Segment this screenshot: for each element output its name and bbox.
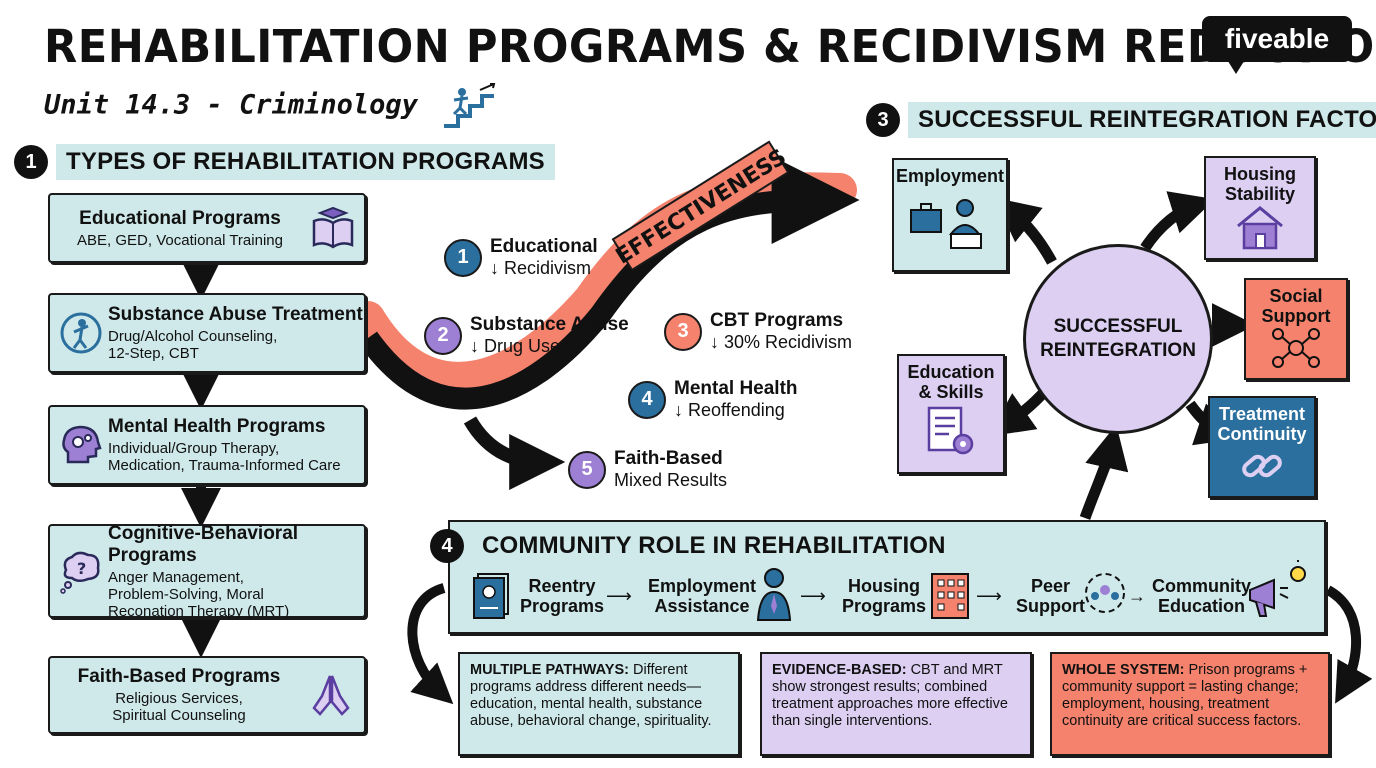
factor-education-skills: Education & Skills [897, 354, 1005, 474]
program-detail: Religious Services, Spiritual Counseling [112, 690, 246, 724]
recovery-person-icon [60, 312, 102, 354]
factor-label: Treatment Continuity [1217, 404, 1307, 444]
summary-multiple-pathways: MULTIPLE PATHWAYS: Different programs ad… [458, 652, 740, 756]
laptop-worker-icon [910, 199, 982, 249]
section-4-label: COMMUNITY ROLE IN REHABILITATION [482, 532, 946, 559]
section-4-number: 4 [430, 529, 464, 563]
effectiveness-number: 5 [568, 450, 606, 489]
effectiveness-detail: ↓ Reoffending [674, 400, 785, 420]
program-box-substance-abuse: Substance Abuse Treatment Drug/Alcohol C… [48, 293, 366, 373]
page-title: REHABILITATION PROGRAMS & RECIDIVISM RED… [44, 20, 1376, 73]
program-detail: Drug/Alcohol Counseling, 12-Step, CBT [108, 328, 278, 362]
summary-text: Prison programs + community support = la… [1062, 662, 1308, 729]
factor-label: Social Support [1261, 286, 1331, 326]
program-title: Mental Health Programs [108, 416, 326, 437]
logo-speech-tail [1226, 58, 1246, 74]
effectiveness-detail: ↓ Recidivism [490, 258, 592, 278]
effectiveness-item-1: 1 Educational↓ Recidivism [444, 236, 598, 279]
effectiveness-number: 1 [444, 238, 482, 277]
id-card-icon [473, 573, 509, 619]
megaphone-icon [1249, 560, 1306, 617]
house-icon [1237, 206, 1283, 250]
effectiveness-item-4: 4 Mental Health↓ Reoffending [628, 378, 798, 421]
fiveable-logo: fiveable [1202, 16, 1352, 62]
page-subtitle: Unit 14.3 - Criminology [44, 82, 500, 130]
effectiveness-title: Mental Health [674, 378, 798, 399]
effectiveness-number: 2 [424, 316, 462, 355]
step-arrow-icon: → [1128, 586, 1146, 606]
people-circle-icon [1085, 573, 1125, 613]
book-icon [312, 206, 354, 249]
community-role-panel [448, 520, 1326, 634]
effectiveness-item-3: 3 CBT Programs↓ 30% Recidivism [664, 310, 852, 353]
section-4-header: 4 COMMUNITY ROLE IN REHABILITATION [430, 528, 956, 564]
effectiveness-title: CBT Programs [710, 310, 844, 331]
summary-text: Different programs address different nee… [470, 662, 712, 729]
section-1-number: 1 [14, 145, 48, 179]
effectiveness-title: Faith-Based [614, 448, 723, 469]
community-step-housing: Housing Programs [842, 576, 927, 616]
stairs-climber-icon [444, 83, 496, 128]
brain-gear-icon [62, 425, 102, 464]
program-box-cognitive-behavioral: ? Cognitive-Behavioral Programs Anger Ma… [48, 522, 366, 620]
summary-evidence-based: EVIDENCE-BASED: CBT and MRT show stronge… [760, 652, 1032, 756]
factor-label: Education & Skills [907, 362, 995, 402]
program-detail: Individual/Group Therapy, Medication, Tr… [108, 440, 341, 474]
program-title: Faith-Based Programs [77, 666, 281, 687]
step-arrow-icon: ⟶ [976, 586, 1002, 606]
effectiveness-banner: EFFECTIVENESS [611, 140, 791, 270]
document-gear-icon [927, 406, 974, 455]
factor-housing-stability: Housing Stability [1204, 156, 1316, 260]
businessman-icon [756, 568, 792, 621]
svg-text:?: ? [77, 559, 86, 578]
effectiveness-number: 4 [628, 380, 666, 419]
factor-social-support: Social Support [1244, 278, 1348, 380]
effectiveness-detail: ↓ Drug Use [470, 336, 561, 356]
community-step-reentry: Reentry Programs [520, 576, 605, 616]
factor-treatment-continuity: Treatment Continuity [1208, 396, 1316, 498]
summary-heading: MULTIPLE PATHWAYS: [470, 662, 629, 678]
step-arrow-icon: ⟶ [606, 586, 632, 606]
praying-hands-icon [312, 675, 350, 716]
building-icon [931, 573, 969, 619]
reintegration-hub: SUCCESSFUL REINTEGRATION [1023, 244, 1213, 434]
program-detail: Anger Management, Problem-Solving, Moral… [108, 568, 290, 620]
factor-label: Housing Stability [1224, 164, 1296, 204]
thought-bubble-icon: ? [60, 551, 100, 594]
community-step-peer-support: Peer Support [1016, 576, 1085, 616]
community-step-employment: Employment Assistance [648, 576, 757, 616]
section-3-number: 3 [866, 103, 900, 137]
effectiveness-title: Substance Abuse [470, 314, 629, 335]
summary-heading: WHOLE SYSTEM: [1062, 662, 1185, 678]
program-title: Cognitive-Behavioral Programs [108, 522, 299, 566]
program-box-faith-based: Faith-Based Programs Religious Services,… [48, 656, 366, 734]
summary-text: CBT and MRT show strongest results; comb… [772, 662, 1008, 729]
program-title: Substance Abuse Treatment [108, 304, 363, 325]
effectiveness-number: 3 [664, 312, 702, 351]
effectiveness-item-2: 2 Substance Abuse↓ Drug Use [424, 314, 629, 357]
program-title: Educational Programs [79, 207, 281, 229]
section-3-label: SUCCESSFUL REINTEGRATION FACTORS [908, 102, 1376, 138]
effectiveness-title: Educational [490, 236, 598, 257]
section-3-header: 3 SUCCESSFUL REINTEGRATION FACTORS [866, 102, 1376, 138]
section-1-header: 1 TYPES OF REHABILITATION PROGRAMS [14, 144, 555, 180]
effectiveness-detail: Mixed Results [614, 470, 728, 490]
summary-heading: EVIDENCE-BASED: [772, 662, 907, 678]
community-step-education: Community Education [1152, 576, 1251, 616]
factor-label: Employment [895, 166, 1005, 186]
program-box-mental-health: Mental Health Programs Individual/Group … [48, 405, 366, 485]
section-1-label: TYPES OF REHABILITATION PROGRAMS [56, 144, 555, 180]
effectiveness-detail: ↓ 30% Recidivism [710, 332, 853, 352]
summary-whole-system: WHOLE SYSTEM: Prison programs + communit… [1050, 652, 1330, 756]
effectiveness-label: EFFECTIVENESS [612, 145, 791, 270]
network-people-icon [1272, 328, 1320, 368]
chain-link-icon [1242, 454, 1282, 478]
factor-employment: Employment [892, 158, 1008, 272]
step-arrow-icon: ⟶ [800, 586, 826, 606]
program-detail: ABE, GED, Vocational Training [77, 231, 283, 249]
subtitle-text: Unit 14.3 - Criminology [44, 89, 418, 121]
program-box-educational: Educational Programs ABE, GED, Vocationa… [48, 193, 366, 263]
